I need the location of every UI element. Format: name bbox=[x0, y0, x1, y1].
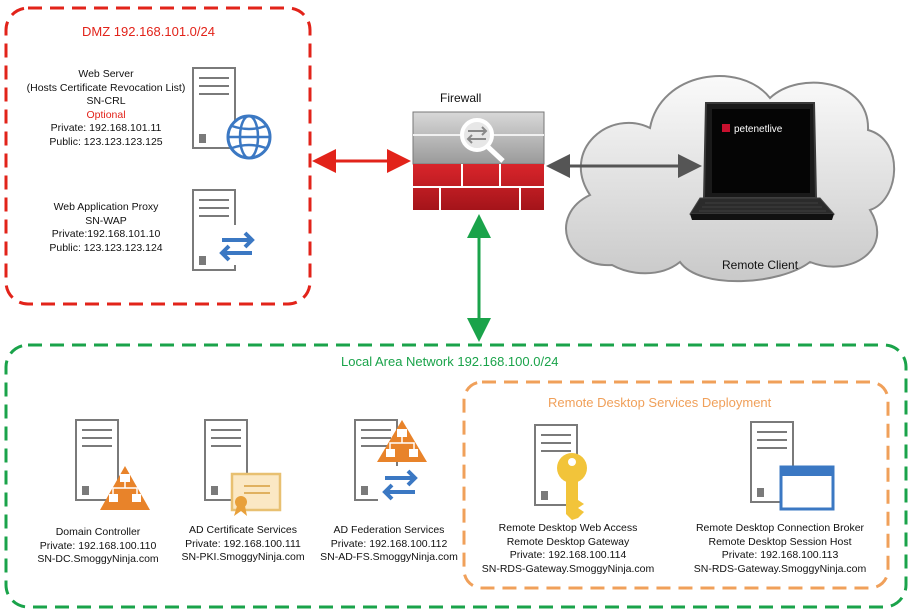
rds-title: Remote Desktop Services Deployment bbox=[548, 395, 772, 410]
rd-gateway-name-1: Remote Desktop Web Access bbox=[498, 522, 638, 534]
web-server-icon bbox=[192, 67, 272, 160]
web-server-private-ip: Private: 192.168.101.11 bbox=[50, 122, 162, 134]
web-server-label: Web Server (Hosts Certificate Revocation… bbox=[18, 68, 194, 149]
dmz-zone bbox=[4, 6, 312, 306]
rd-broker-name-2: Remote Desktop Session Host bbox=[708, 535, 852, 548]
wap-public-ip: Public: 123.123.123.124 bbox=[49, 241, 163, 254]
dc-fqdn: SN-DC.SmoggyNinja.com bbox=[37, 553, 159, 565]
web-server-public-ip: Public: 123.123.123.125 bbox=[49, 135, 163, 148]
ad-certificate-services-icon bbox=[204, 419, 282, 516]
screen-brand: petenetlive bbox=[734, 124, 783, 135]
web-server-hostname: SN-CRL bbox=[86, 95, 126, 107]
dc-private-ip: Private: 192.168.100.110 bbox=[39, 539, 157, 552]
rd-broker-name-1: Remote Desktop Connection Broker bbox=[695, 522, 865, 534]
remote-client-laptop bbox=[689, 102, 836, 220]
adcs-private-ip: Private: 192.168.100.111 bbox=[185, 537, 301, 550]
wap-label: Web Application Proxy SN-WAP Private:192… bbox=[18, 201, 194, 255]
rd-broker-label: Remote Desktop Connection Broker Remote … bbox=[682, 522, 878, 576]
rd-gateway-icon bbox=[534, 424, 587, 520]
ad-federation-services-icon bbox=[354, 419, 427, 506]
adfs-name: AD Federation Services bbox=[333, 524, 445, 536]
firewall-icon bbox=[412, 111, 545, 210]
rd-broker-private-ip: Private: 192.168.100.113 bbox=[721, 549, 839, 561]
rd-gateway-name-2: Remote Desktop Gateway bbox=[506, 535, 630, 548]
firewall-label: Firewall bbox=[440, 91, 482, 105]
adfs-private-ip: Private: 192.168.100.112 bbox=[330, 537, 448, 550]
web-server-name: Web Server bbox=[78, 68, 134, 80]
dc-label: Domain Controller Private: 192.168.100.1… bbox=[30, 526, 166, 567]
adfs-fqdn: SN-AD-FS.SmoggyNinja.com bbox=[320, 551, 458, 563]
web-application-proxy-icon bbox=[192, 189, 259, 271]
lan-title: Local Area Network 192.168.100.0/24 bbox=[341, 354, 559, 369]
rd-gateway-fqdn: SN-RDS-Gateway.SmoggyNinja.com bbox=[481, 562, 655, 575]
wap-name: Web Application Proxy bbox=[53, 201, 159, 213]
adcs-name: AD Certificate Services bbox=[189, 524, 297, 536]
lan-zone bbox=[4, 343, 908, 609]
web-server-optional-note: Optional bbox=[86, 108, 126, 121]
rd-gateway-label: Remote Desktop Web Access Remote Desktop… bbox=[476, 522, 660, 576]
adcs-fqdn: SN-PKI.SmoggyNinja.com bbox=[181, 551, 305, 563]
dmz-title: DMZ 192.168.101.0/24 bbox=[82, 24, 215, 39]
dc-name: Domain Controller bbox=[55, 526, 141, 538]
rd-connection-broker-icon bbox=[750, 421, 835, 511]
adcs-label: AD Certificate Services Private: 192.168… bbox=[175, 524, 311, 565]
rd-broker-fqdn: SN-RDS-Gateway.SmoggyNinja.com bbox=[693, 562, 867, 575]
wap-private-ip: Private:192.168.101.10 bbox=[51, 228, 161, 240]
adfs-label: AD Federation Services Private: 192.168.… bbox=[319, 524, 459, 565]
wap-hostname: SN-WAP bbox=[85, 214, 127, 227]
web-server-role: (Hosts Certificate Revocation List) bbox=[26, 81, 186, 94]
rd-gateway-private-ip: Private: 192.168.100.114 bbox=[509, 549, 627, 561]
domain-controller-icon bbox=[75, 419, 150, 510]
remote-client-label: Remote Client bbox=[722, 258, 799, 272]
